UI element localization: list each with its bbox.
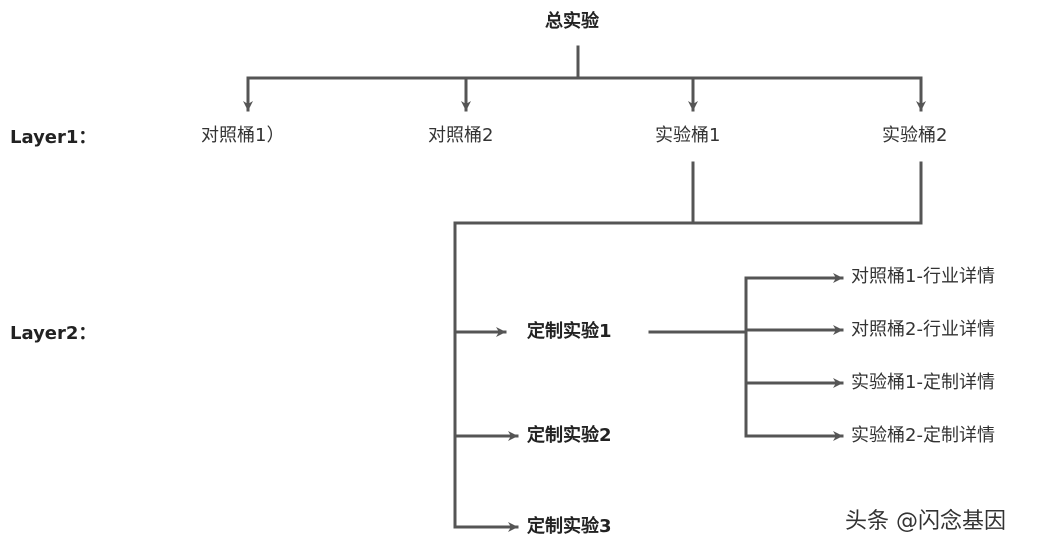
control-bucket-2-node: 对照桶2 xyxy=(428,125,494,146)
root-node-label: 总实验 xyxy=(545,11,599,32)
layer2-label: Layer2： xyxy=(10,323,97,344)
experiment-bucket-1-node: 实验桶1 xyxy=(655,125,721,146)
control-bucket-1-node: 对照桶1） xyxy=(201,125,285,146)
detail-node-4: 实验桶2-定制详情 xyxy=(851,425,995,446)
layer1-label: Layer1： xyxy=(10,127,97,148)
detail-node-1: 对照桶1-行业详情 xyxy=(851,266,995,287)
custom-experiment-2-node: 定制实验2 xyxy=(527,425,612,446)
detail-node-2: 对照桶2-行业详情 xyxy=(851,319,995,340)
experiment-bucket-2-node: 实验桶2 xyxy=(882,125,948,146)
custom-experiment-3-node: 定制实验3 xyxy=(527,516,612,537)
custom-experiment-1-node: 定制实验1 xyxy=(527,321,612,342)
detail-node-3: 实验桶1-定制详情 xyxy=(851,372,995,393)
watermark: 头条 @闪念基因 xyxy=(845,509,1006,534)
